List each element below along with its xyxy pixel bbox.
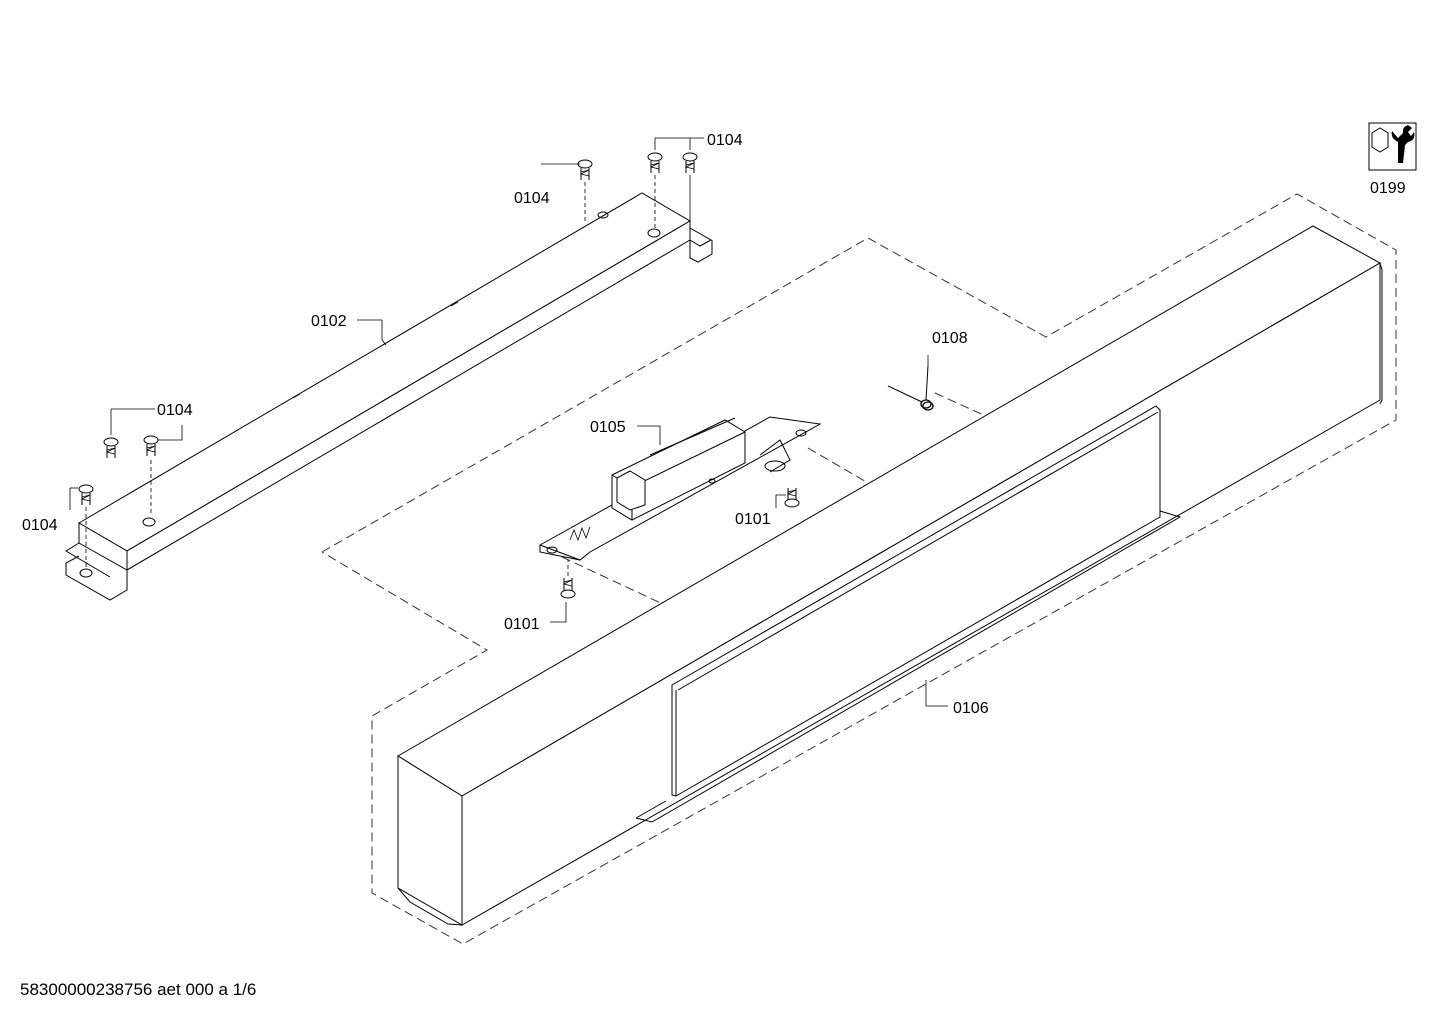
label-0108: 0108 [932, 330, 968, 347]
screws-0101 [560, 488, 800, 599]
label-0104-top-right: 0104 [707, 132, 743, 149]
screw-icon [682, 152, 698, 222]
screw-icon [647, 152, 663, 228]
screw-icon [577, 159, 593, 222]
label-0105: 0105 [590, 419, 626, 436]
control-panel-housing [397, 225, 1383, 926]
torsion-spring [887, 365, 934, 411]
screws-0104 [78, 152, 698, 568]
document-id: 58300000238756 aet 000 a 1/6 [20, 980, 257, 999]
screw-icon [103, 437, 119, 458]
label-0104-top-left: 0104 [514, 190, 550, 207]
wrench-nut-icon [1368, 122, 1417, 171]
mounting-bracket [65, 192, 713, 601]
label-0106: 0106 [953, 700, 989, 717]
label-0199: 0199 [1370, 180, 1406, 197]
control-module [538, 416, 822, 561]
leader-lines [69, 137, 948, 707]
label-0101-bottom: 0101 [504, 616, 540, 633]
screw-icon [560, 560, 576, 599]
part-labels: 0104 0104 0102 0104 0104 0105 0101 0101 … [22, 132, 1406, 717]
screw-icon [78, 484, 94, 568]
screw-icon [784, 488, 800, 508]
label-0104-left-upper: 0104 [157, 402, 193, 419]
label-0101-right: 0101 [735, 511, 771, 528]
assembly-dashed-outline [321, 193, 1397, 945]
label-0102: 0102 [311, 313, 347, 330]
label-0104-left-lower: 0104 [22, 517, 58, 534]
